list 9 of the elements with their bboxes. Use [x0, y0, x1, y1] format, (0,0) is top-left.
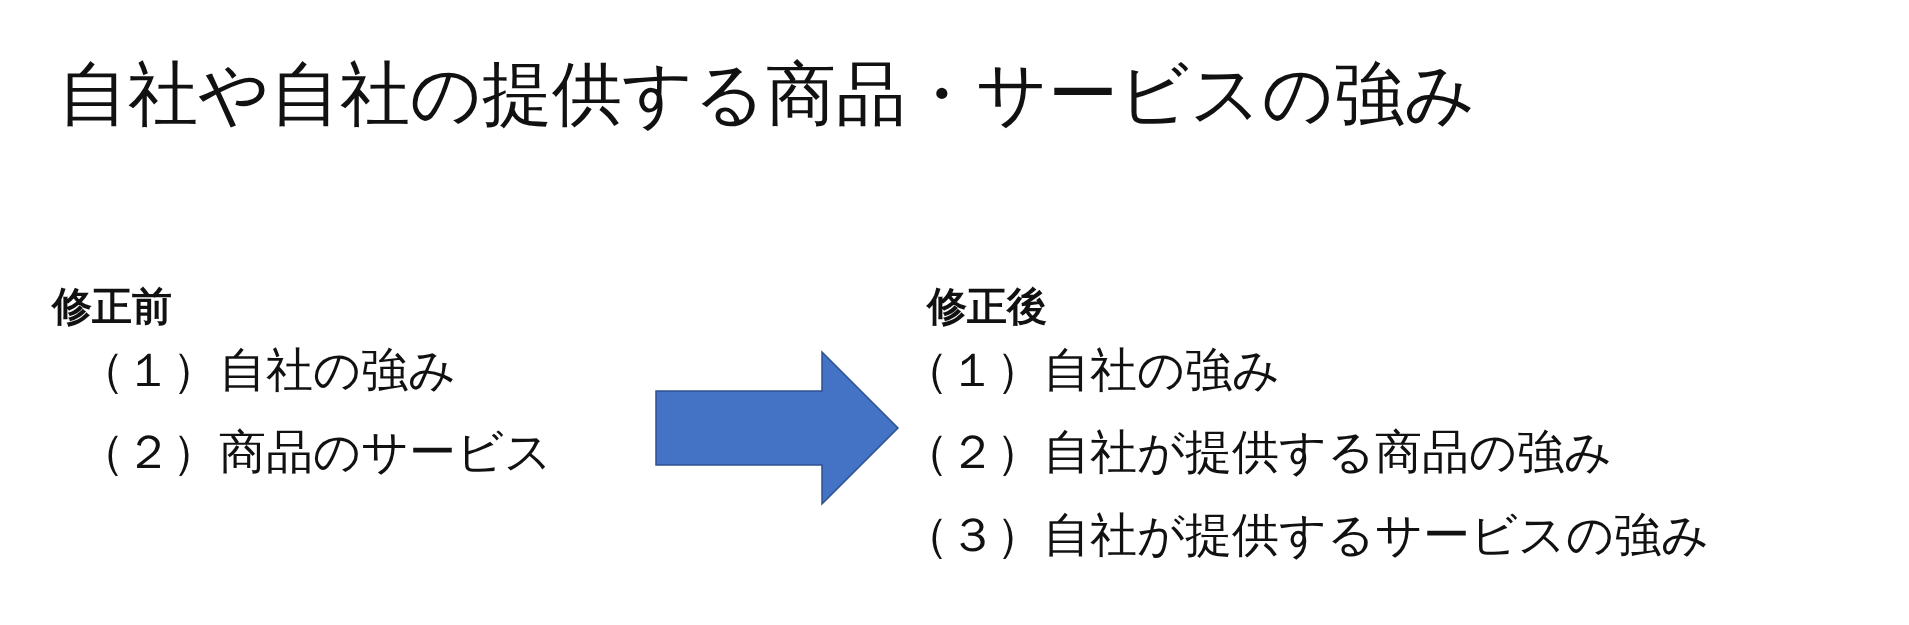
list-item: （２）商品のサービス — [78, 424, 553, 481]
list-item: （３）自社が提供するサービスの強み — [902, 506, 1710, 564]
list-heading: 修正後 — [927, 282, 1048, 330]
list-item: （１）自社の強み — [78, 342, 457, 399]
slide-title: 自社や自社の提供する商品・サービスの強み — [58, 52, 1476, 136]
list-item: （２）自社が提供する商品の強み — [902, 424, 1613, 481]
list-item: （１）自社の強み — [902, 342, 1281, 399]
block-arrow — [655, 350, 900, 506]
list-heading: 修正前 — [52, 282, 173, 330]
